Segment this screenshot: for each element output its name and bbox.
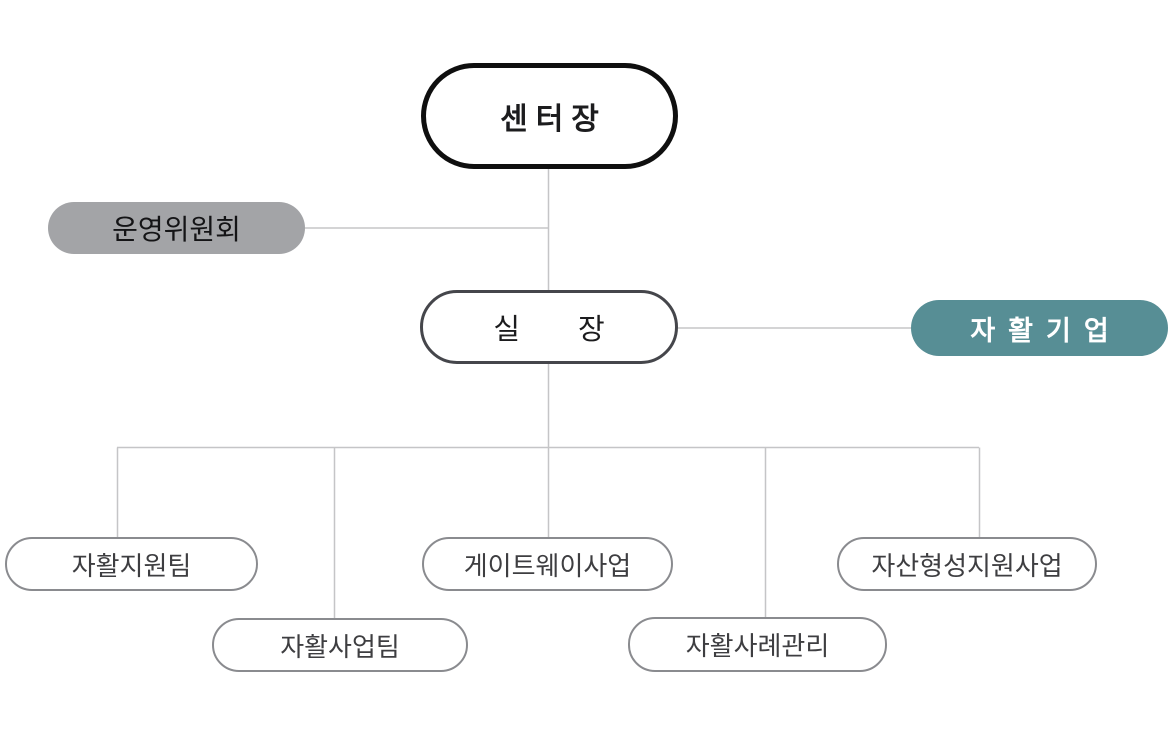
node-self-support-business-team-label: 자활사업팀 <box>280 631 400 662</box>
node-gateway-project: 게이트웨이사업 <box>422 537 673 591</box>
node-office-head: 실 장 <box>420 290 678 364</box>
node-steering-committee-label: 운영위원회 <box>112 214 241 245</box>
node-self-sufficiency-enterprise-label: 자활기업 <box>970 315 1122 346</box>
node-asset-building-support-label: 자산형성지원사업 <box>871 550 1063 581</box>
node-center-director-label: 센터장 <box>500 103 607 136</box>
node-case-management-label: 자활사례관리 <box>685 631 830 661</box>
node-asset-building-support: 자산형성지원사업 <box>837 537 1097 591</box>
node-steering-committee: 운영위원회 <box>48 202 305 254</box>
node-self-support-team: 자활지원팀 <box>5 537 258 591</box>
node-gateway-project-label: 게이트웨이사업 <box>463 550 632 581</box>
node-self-support-business-team: 자활사업팀 <box>212 618 468 672</box>
node-self-sufficiency-enterprise: 자활기업 <box>911 300 1168 356</box>
node-office-head-label: 실 장 <box>493 314 605 346</box>
node-self-support-team-label: 자활지원팀 <box>71 550 192 581</box>
node-center-director: 센터장 <box>421 63 678 169</box>
node-case-management: 자활사례관리 <box>628 617 887 672</box>
